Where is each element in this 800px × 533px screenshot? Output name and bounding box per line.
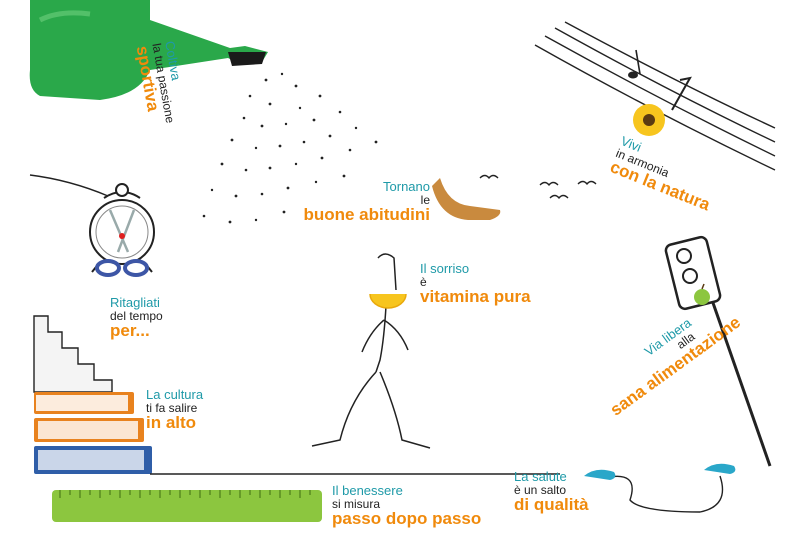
- caption-sorriso: Il sorriso è vitamina pura: [420, 262, 531, 306]
- lemon-icon: [369, 293, 407, 309]
- alarm-clock-icon: [89, 183, 155, 273]
- books-icon: [34, 392, 152, 474]
- scissors-icon: [95, 209, 149, 277]
- music-note-icon: [628, 49, 692, 111]
- caption-line: Il sorriso: [420, 261, 470, 276]
- ruler-icon: [52, 490, 322, 522]
- caption-salute: La salute è un salto di qualità: [514, 470, 589, 514]
- stairs-icon: [33, 315, 113, 393]
- caption-ritagliati: Ritagliati del tempo per...: [110, 296, 163, 340]
- birds-icon: [479, 174, 597, 200]
- caption-line: in alto: [146, 413, 197, 433]
- sunflower-icon: [633, 104, 665, 136]
- caption-line: è: [420, 274, 427, 289]
- stick-figure-icon: [311, 253, 431, 449]
- caption-line: Ritagliati: [110, 295, 160, 310]
- caption-line: passo dopo passo: [332, 509, 482, 529]
- shoes-icon: [584, 463, 736, 480]
- music-staff-icon: [534, 21, 776, 171]
- jump-path: [603, 475, 724, 513]
- water-drops-icon: [202, 72, 378, 224]
- caption-tornano: Tornano le buone abitudini: [300, 180, 430, 224]
- caption-line: si misura: [332, 496, 381, 511]
- caption-line: per...: [110, 321, 150, 341]
- string-line: [29, 174, 109, 197]
- caption-line: ti fa salire: [146, 400, 198, 415]
- caption-line: vitamina pura: [420, 287, 531, 307]
- caption-benessere: Il benessere si misura passo dopo passo: [332, 484, 481, 528]
- caption-line: buone abitudini: [303, 205, 430, 225]
- caption-line: è un salto: [514, 482, 567, 497]
- caption-line: La cultura: [146, 387, 204, 402]
- boomerang-icon: [432, 178, 501, 220]
- caption-line: La salute: [514, 469, 567, 484]
- watering-can-icon: [29, 0, 268, 100]
- apple-icon: [694, 283, 710, 305]
- caption-cultura: La cultura ti fa salire in alto: [146, 388, 203, 432]
- caption-line: Tornano: [383, 179, 430, 194]
- caption-line: del tempo: [110, 308, 163, 323]
- caption-line: di qualità: [514, 495, 589, 515]
- caption-line: le: [420, 192, 430, 207]
- caption-line: Il benessere: [332, 483, 403, 498]
